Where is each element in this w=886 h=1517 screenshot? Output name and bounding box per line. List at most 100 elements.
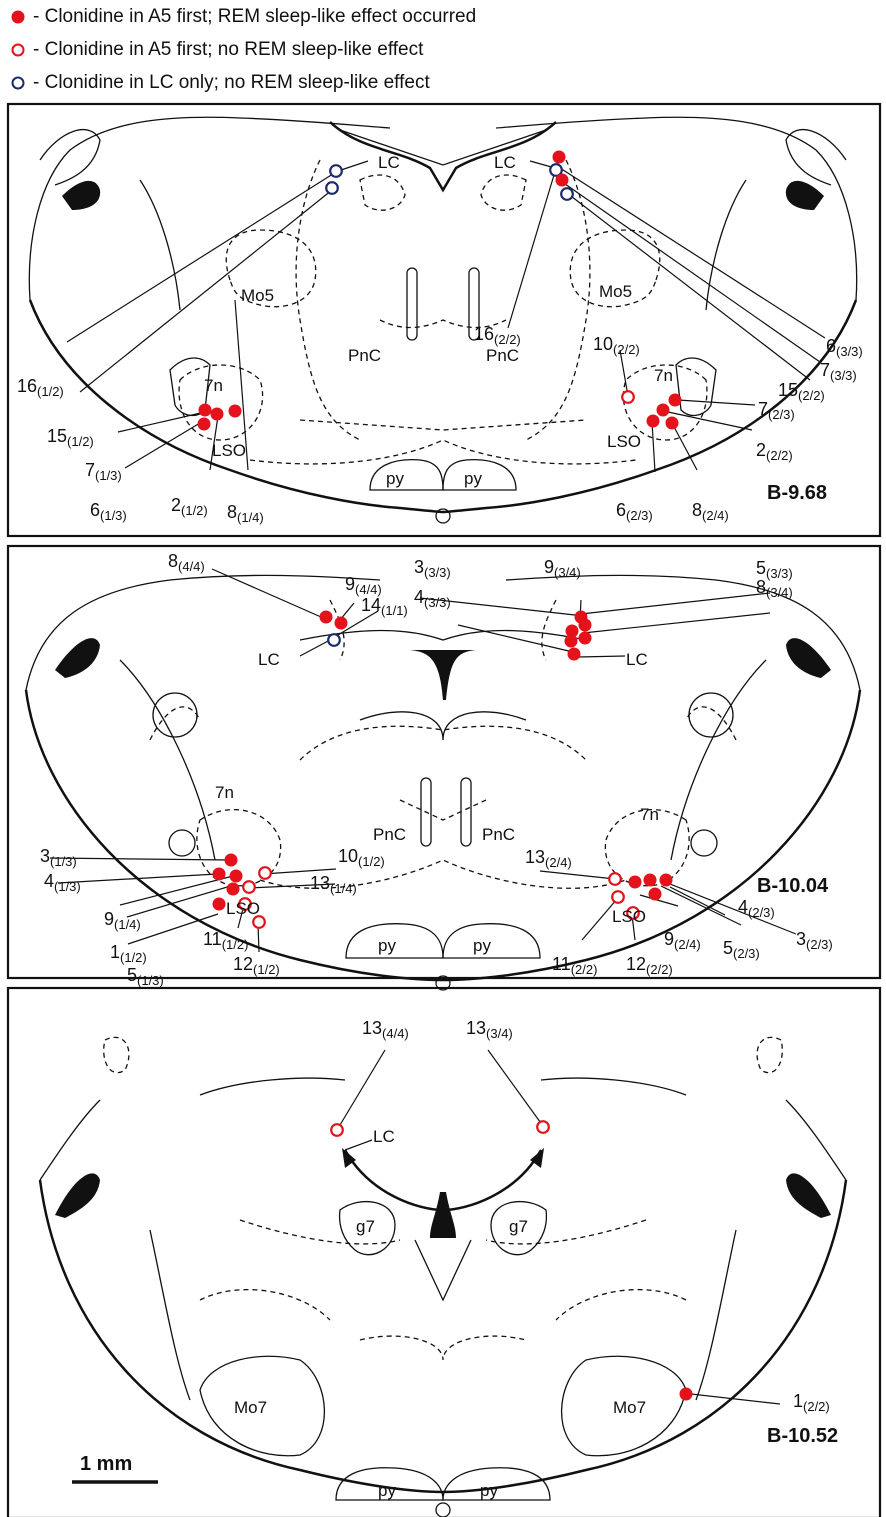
section-detail-b1004 <box>150 600 736 888</box>
fourth-ventricle-recess-left <box>62 181 100 210</box>
region-label-lso: LSO <box>607 432 641 451</box>
region-label-lso: LSO <box>612 907 646 926</box>
site-marker-15-2-2 <box>561 188 573 200</box>
site-label: 4(1/3) <box>44 871 81 894</box>
region-label-py: py <box>378 936 396 955</box>
site-marker-13-1-4 <box>243 881 255 893</box>
site-marker-8-2-4 <box>666 417 679 430</box>
site-label: 7(3/3) <box>820 360 857 383</box>
recess-left-b1052 <box>55 1173 100 1218</box>
site-label: 6(1/3) <box>90 500 127 523</box>
site-label: 2(2/2) <box>756 440 793 463</box>
region-label-lc: LC <box>494 153 516 172</box>
site-marker-16-2-2 <box>553 151 566 164</box>
region-label-lc: LC <box>626 650 648 669</box>
site-marker-3-1-3 <box>225 854 238 867</box>
site-label: 8(1/4) <box>227 502 264 525</box>
region-label-g7: g7 <box>509 1217 528 1236</box>
site-label: 13(2/4) <box>525 847 572 870</box>
site-label: 10(2/2) <box>593 334 640 357</box>
fourth-ventricle-b1052 <box>430 1192 456 1238</box>
fourth-ventricle-b1004 <box>410 650 476 700</box>
site-label: 13(3/4) <box>466 1018 513 1041</box>
recess-right-b1052 <box>786 1173 831 1218</box>
site-marker-13-3-4 <box>537 1121 549 1133</box>
region-label-mo7: Mo7 <box>234 1398 267 1417</box>
site-label: 3(3/3) <box>414 557 451 580</box>
region-label-7n: 7n <box>204 376 223 395</box>
site-marker-5-1-3 <box>213 898 226 911</box>
site-marker-11-2-2 <box>612 891 624 903</box>
recess-right-b1004 <box>786 638 831 678</box>
site-label: 11(1/2) <box>203 929 248 952</box>
site-marker-6-2-3 <box>647 415 660 428</box>
site-marker-7-1-3 <box>198 418 211 431</box>
site-label: 14(1/1) <box>361 595 408 618</box>
site-marker-7-2-3 <box>669 394 682 407</box>
site-marker-4-3-3-a <box>565 635 578 648</box>
site-marker-3-2-3 <box>644 874 657 887</box>
region-labels: LC LC Mo5 Mo5 PnC PnC 7n 7n LSO LSO py p… <box>204 153 673 1500</box>
site-label: 12(1/2) <box>233 954 280 977</box>
region-label-pnc: PnC <box>348 346 381 365</box>
region-label-mo5: Mo5 <box>599 282 632 301</box>
site-label: 4(3/3) <box>414 587 451 610</box>
site-label: 9(1/4) <box>104 909 141 932</box>
site-marker-9-4-4 <box>335 617 348 630</box>
site-marker-8-3-4 <box>579 632 592 645</box>
site-label: 4(2/3) <box>738 897 775 920</box>
site-marker-4-1-3 <box>213 868 226 881</box>
region-label-pnc: PnC <box>486 346 519 365</box>
site-label: 12(2/2) <box>626 954 673 977</box>
region-label-pnc: PnC <box>373 825 406 844</box>
fourth-ventricle-recess-right <box>786 181 824 210</box>
section-outline-b1052 <box>8 988 880 1517</box>
site-label: 11(2/2) <box>552 954 597 977</box>
site-marker-9-3-4 <box>579 619 592 632</box>
site-label: 9(2/4) <box>664 929 701 952</box>
region-label-lc: LC <box>373 1127 395 1146</box>
region-label-mo5: Mo5 <box>241 286 274 305</box>
site-label: 8(2/4) <box>692 500 729 523</box>
site-marker-9-2-4 <box>660 874 673 887</box>
site-label: 3(1/3) <box>40 846 77 869</box>
site-marker-8-1-4 <box>229 405 242 418</box>
region-label-lso: LSO <box>226 899 260 918</box>
region-label-py: py <box>480 1481 498 1500</box>
site-label: 8(4/4) <box>168 551 205 574</box>
site-marker-9-1-4 <box>230 870 243 883</box>
region-label-7n: 7n <box>640 805 659 824</box>
site-marker-5-2-3 <box>649 888 662 901</box>
region-label-py: py <box>386 469 404 488</box>
site-label: 16(2/2) <box>474 324 521 347</box>
site-label: 5(2/3) <box>723 938 760 961</box>
site-marker-15-1-2 <box>326 182 338 194</box>
region-label-lc: LC <box>378 153 400 172</box>
scale-bar-label: 1 mm <box>80 1453 132 1475</box>
scale-bar: 1 mm <box>72 1453 158 1482</box>
region-label-pnc: PnC <box>482 825 515 844</box>
site-label: 15(1/2) <box>47 426 94 449</box>
bregma-label: B-10.52 <box>767 1425 838 1447</box>
region-label-py: py <box>378 1481 396 1500</box>
site-labels: 16(1/2) 15(1/2) 7(1/3) 6(1/3) 2(1/2) 8(1… <box>17 324 863 1414</box>
site-label: 6(2/3) <box>616 500 653 523</box>
site-marker-1-1-2 <box>227 883 240 896</box>
region-label-py: py <box>464 469 482 488</box>
region-label-mo7: Mo7 <box>613 1398 646 1417</box>
site-marker-10-1-2 <box>259 867 271 879</box>
region-label-7n: 7n <box>654 366 673 385</box>
site-label: 9(4/4) <box>345 574 382 597</box>
site-marker-13-2-4 <box>609 873 621 885</box>
region-label-py: py <box>473 936 491 955</box>
region-label-7n: 7n <box>215 783 234 802</box>
site-label: 10(1/2) <box>338 846 385 869</box>
site-marker-8-4-4 <box>320 611 333 624</box>
region-label-lso: LSO <box>212 441 246 460</box>
site-marker-16-1-2 <box>330 165 342 177</box>
site-label: 9(3/4) <box>544 557 581 580</box>
bregma-label: B-10.04 <box>757 875 829 897</box>
site-marker-4-2-3 <box>629 876 642 889</box>
site-label: 1(2/2) <box>793 1391 830 1414</box>
